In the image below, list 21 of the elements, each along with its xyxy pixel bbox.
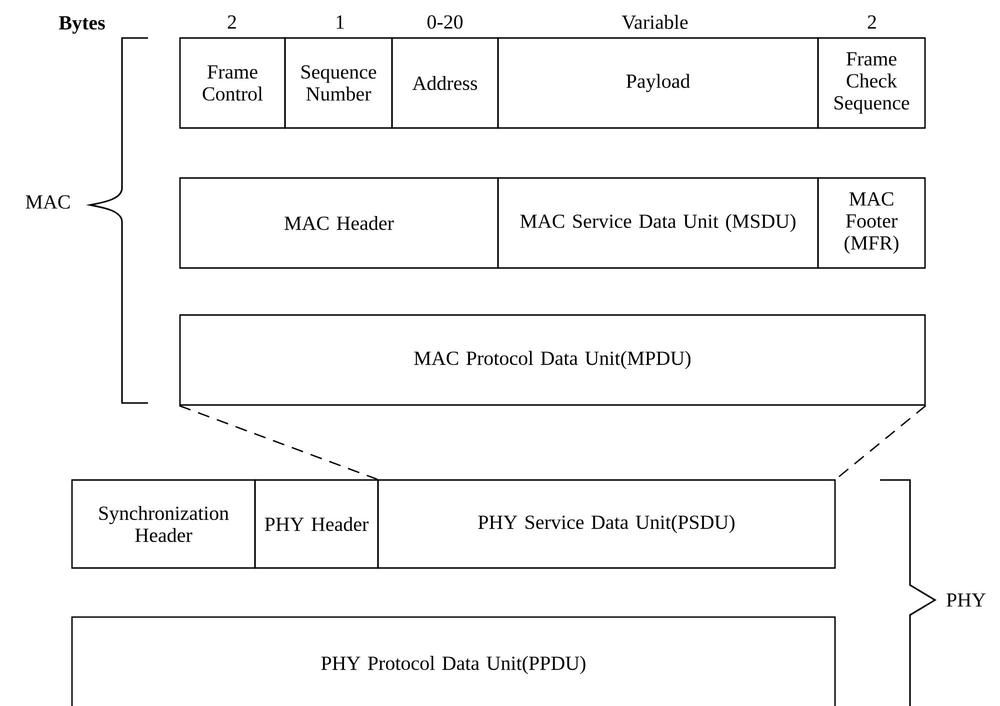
dashed-line	[179, 405, 378, 480]
field-box: Payload	[497, 37, 819, 129]
field-box: MAC Protocol Data Unit(MPDU)	[179, 314, 926, 406]
field-box: Frame Control	[179, 37, 286, 129]
field-box: PHY Service Data Unit(PSDU)	[377, 479, 836, 569]
field-box: PHY Protocol Data Unit(PPDU)	[71, 616, 836, 706]
field-box: MAC Header	[179, 177, 499, 269]
field-box: PHY Header	[254, 479, 379, 569]
field-box: MAC Footer (MFR)	[817, 177, 926, 269]
byte-count: 1	[336, 15, 344, 29]
field-box: Synchronization Header	[71, 479, 256, 569]
field-box: Address	[391, 37, 499, 129]
axis-label: Bytes	[59, 16, 105, 34]
layer-label: PHY	[946, 593, 986, 607]
layer-label: MAC	[26, 195, 70, 209]
byte-count: 2	[868, 15, 876, 29]
byte-count: 0-20	[427, 15, 463, 29]
byte-count: 2	[228, 15, 236, 29]
field-box: Frame Check Sequence	[817, 37, 926, 129]
field-box: Sequence Number	[284, 37, 393, 129]
field-box: MAC Service Data Unit (MSDU)	[497, 177, 819, 269]
